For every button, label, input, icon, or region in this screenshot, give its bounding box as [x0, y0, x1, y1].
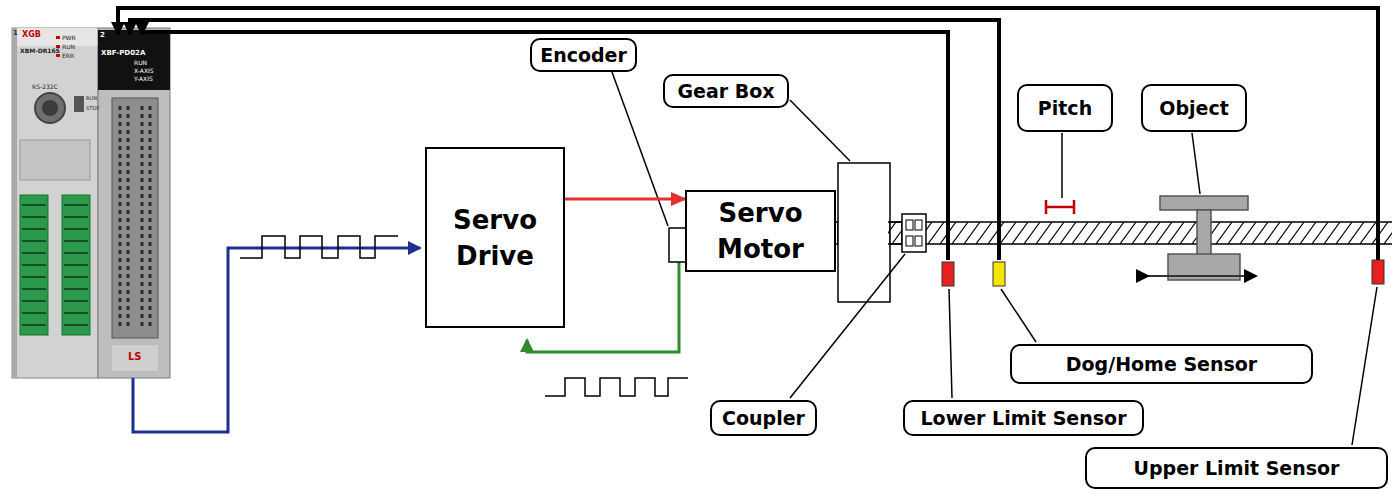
plc-positioning-module-part	[112, 98, 158, 338]
device-marking: PWR	[62, 35, 76, 41]
device-marking: STOP	[86, 106, 99, 111]
coupler-symbol-part	[915, 236, 922, 246]
command-pulse-train	[240, 236, 398, 258]
device-marking: XBM-DR16S	[20, 48, 60, 54]
callout-box: Lower Limit Sensor	[903, 400, 1144, 436]
device-marking: RUN	[86, 96, 97, 101]
object-travel-arrow	[1148, 275, 1256, 277]
device-marking: RUN	[134, 60, 147, 66]
callout-text: Object	[1159, 96, 1229, 120]
coupler-symbol-part	[906, 220, 913, 230]
leader-lines-part	[612, 72, 668, 226]
servo-motor-box: Servo Motor	[685, 190, 836, 272]
plc-cpu-module-part	[74, 96, 84, 112]
lower-limit-sensor	[942, 262, 954, 286]
callout-text: Lower Limit Sensor	[920, 406, 1126, 430]
leader-lines-part	[1001, 289, 1036, 342]
plc-cpu-module-part	[12, 28, 98, 46]
leader-lines-part	[790, 254, 905, 398]
plc-cpu-module-part	[12, 28, 17, 378]
coupler-symbol-part	[902, 214, 926, 252]
plc-positioning-module-part	[98, 28, 170, 378]
device-marking: RUN	[62, 44, 75, 50]
callout-text: Coupler	[722, 406, 805, 430]
plc-cpu-module-part	[12, 28, 98, 378]
control-signal-arrow	[565, 198, 685, 201]
component-title: Servo Drive	[427, 202, 563, 274]
plc-cpu-module-part	[20, 140, 90, 180]
plc-positioning-module-part	[112, 345, 158, 371]
leader-lines-part	[1192, 133, 1200, 194]
ball-screw-part	[888, 222, 1392, 244]
plc-cpu-module-part	[35, 93, 65, 123]
device-marking: 2	[100, 32, 105, 39]
callout-text: Pitch	[1038, 96, 1092, 120]
device-marking: XGB	[22, 31, 41, 39]
ball-screw	[880, 222, 1397, 244]
callout-text: Gear Box	[677, 79, 774, 103]
dog-home-sensor	[993, 262, 1005, 286]
leader-lines-part	[1061, 133, 1063, 198]
callout-box: Gear Box	[663, 74, 789, 108]
coupler-symbol	[902, 214, 926, 252]
plc-cpu-module-part	[56, 54, 60, 57]
device-marking: X-AXIS	[134, 68, 154, 74]
plc-positioning-module-part	[120, 106, 150, 330]
moving-object-part	[1160, 196, 1248, 210]
coupler-symbol-part	[906, 236, 913, 246]
pitch-marker	[1046, 200, 1074, 214]
device-marking: LS	[128, 352, 142, 362]
leader-lines-part	[1352, 287, 1377, 445]
leader-lines	[612, 72, 1377, 445]
pulse-command-wire	[133, 248, 420, 432]
device-marking: XBF-PD02A	[101, 50, 145, 57]
plc-cpu-module-part	[42, 100, 58, 116]
callout-box: Upper Limit Sensor	[1085, 447, 1388, 489]
upper-limit-sensor	[1372, 260, 1384, 284]
plc-cpu-module	[12, 28, 98, 378]
leader-lines-part	[949, 289, 952, 398]
ball-screw-part-part	[888, 222, 1392, 244]
device-marking: RS-232C	[32, 84, 58, 90]
device-marking: 1	[13, 30, 18, 37]
callout-box: Pitch	[1017, 84, 1113, 132]
plc-positioning-module	[98, 28, 170, 378]
component-title: Servo Motor	[687, 195, 834, 267]
plc-cpu-module-part	[56, 36, 60, 39]
callout-box: Encoder	[530, 38, 637, 72]
moving-object	[1160, 196, 1248, 280]
callout-box: Dog/Home Sensor	[1010, 344, 1313, 384]
plc-positioning-module-part	[98, 30, 170, 90]
callout-text: Encoder	[540, 43, 627, 67]
servo-drive-box: Servo Drive	[425, 147, 565, 328]
callout-text: Dog/Home Sensor	[1066, 352, 1257, 376]
ball-screw-part	[888, 222, 1392, 244]
leader-lines-part	[790, 100, 850, 161]
gear-box-body	[838, 163, 890, 302]
callout-box: Coupler	[710, 400, 817, 436]
coupler-symbol-part	[915, 220, 922, 230]
plc-cpu-module-part	[22, 205, 88, 325]
callout-box: Object	[1141, 84, 1247, 132]
moving-object-part	[1197, 210, 1211, 258]
feedback-pulse-train	[545, 378, 688, 396]
device-marking: Y-AXIS	[134, 76, 153, 82]
callout-text: Upper Limit Sensor	[1134, 456, 1340, 480]
device-marking: ERR	[62, 53, 74, 59]
